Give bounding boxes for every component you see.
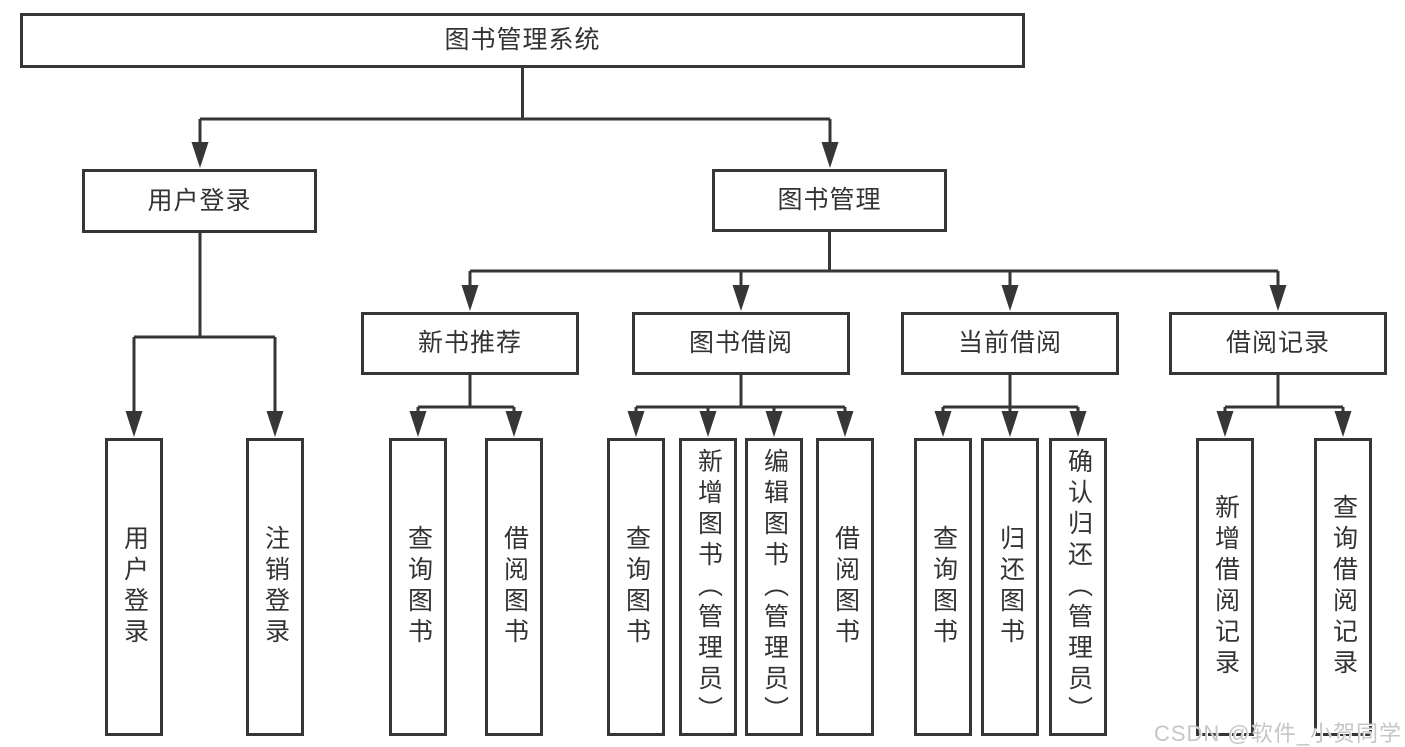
connector-book-management-to-level3 — [461, 232, 1287, 311]
leaf-add-borrow-record: 新增借阅记录 — [1196, 438, 1254, 736]
leaf-query-books-recommend: 查询图书 — [389, 438, 447, 736]
leaf-borrow-books: 借阅图书 — [816, 438, 874, 736]
connector-line — [1223, 375, 1345, 413]
arrow-down-icon — [732, 285, 750, 311]
connector-root-to-level2 — [191, 68, 839, 168]
arrow-down-icon — [627, 411, 645, 437]
arrow-down-icon — [505, 411, 523, 437]
leaf-add-book-admin: 新增图书（管理员） — [679, 438, 737, 736]
node-borrow-records: 借阅记录 — [1169, 312, 1387, 375]
node-book-borrow: 图书借阅 — [632, 312, 850, 375]
connector-line — [941, 375, 1080, 413]
watermark: CSDN @软件_小贺同学 — [1153, 721, 1402, 746]
connector-line — [468, 232, 1280, 287]
arrow-down-icon — [409, 411, 427, 437]
arrow-down-icon — [699, 411, 717, 437]
arrow-down-icon — [1001, 411, 1019, 437]
arrow-down-icon — [1216, 411, 1234, 437]
arrow-down-icon — [191, 142, 209, 168]
connector-borrow-records-to-leaves — [1216, 375, 1352, 437]
arrow-down-icon — [821, 142, 839, 168]
arrow-down-icon — [461, 285, 479, 311]
connector-new-book-to-leaves — [409, 375, 523, 437]
leaf-confirm-return-admin: 确认归还（管理员） — [1049, 438, 1107, 736]
leaf-query-books-current: 查询图书 — [914, 438, 972, 736]
node-book-management: 图书管理 — [712, 169, 947, 232]
connector-user-login-to-leaves — [125, 233, 284, 437]
arrow-down-icon — [934, 411, 952, 437]
arrow-down-icon — [1069, 411, 1087, 437]
leaf-logout: 注销登录 — [246, 438, 304, 736]
arrow-down-icon — [836, 411, 854, 437]
arrow-down-icon — [765, 411, 783, 437]
leaf-query-borrow-record: 查询借阅记录 — [1314, 438, 1372, 736]
arrow-down-icon — [266, 411, 284, 437]
arrow-down-icon — [1001, 285, 1019, 311]
node-user-login: 用户登录 — [82, 169, 317, 233]
arrow-down-icon — [125, 411, 143, 437]
leaf-borrow-books-recommend: 借阅图书 — [485, 438, 543, 736]
node-current-borrow: 当前借阅 — [901, 312, 1119, 375]
connector-line — [416, 375, 516, 413]
connector-current-borrow-to-leaves — [934, 375, 1087, 437]
connector-line — [198, 68, 832, 144]
connector-line — [634, 375, 847, 413]
node-new-book-recommend: 新书推荐 — [361, 312, 579, 375]
connector-book-borrow-to-leaves — [627, 375, 854, 437]
leaf-return-books: 归还图书 — [981, 438, 1039, 736]
leaf-edit-book-admin: 编辑图书（管理员） — [745, 438, 803, 736]
node-root-system: 图书管理系统 — [20, 13, 1025, 68]
connector-line — [132, 233, 277, 413]
arrow-down-icon — [1334, 411, 1352, 437]
leaf-user-login: 用户登录 — [105, 438, 163, 736]
arrow-down-icon — [1269, 285, 1287, 311]
leaf-query-books-borrow: 查询图书 — [607, 438, 665, 736]
